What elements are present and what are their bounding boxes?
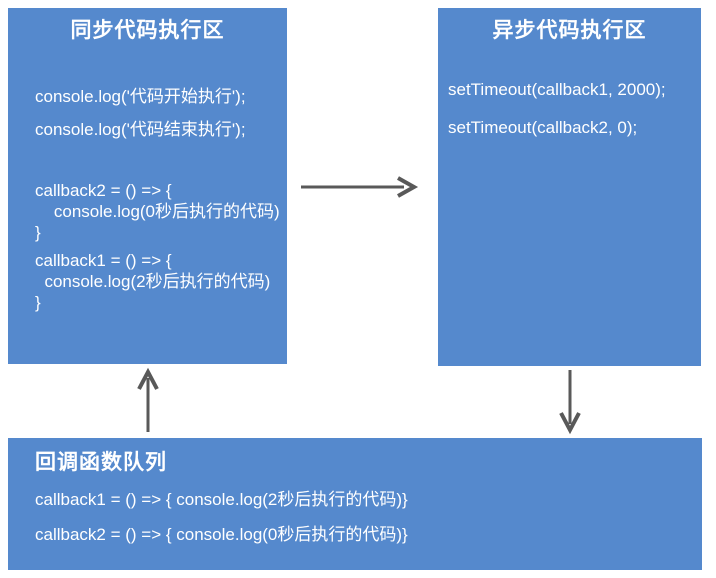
queue-box-title: 回调函数队列: [35, 451, 167, 474]
queue-code-block: callback1 = () => { console.log(2秒后执行的代码…: [8, 489, 702, 546]
async-box-title: 异步代码执行区: [492, 19, 647, 42]
arrow-down-icon: [559, 370, 581, 435]
code-line: callback1 = () => {: [35, 251, 172, 270]
code-line: console.log('代码开始执行');: [35, 87, 246, 106]
code-line: callback2 = () => {: [35, 181, 172, 200]
arrow-right-icon: [301, 176, 419, 198]
code-line: }: [35, 293, 41, 312]
arrow-up-icon: [137, 367, 159, 432]
async-code-box: 异步代码执行区 setTimeout(callback1, 2000); set…: [438, 8, 701, 366]
callback-queue-box: 回调函数队列 callback1 = () => { console.log(2…: [8, 438, 702, 570]
code-line: setTimeout(callback1, 2000);: [448, 80, 666, 99]
code-line: setTimeout(callback2, 0);: [448, 118, 638, 137]
code-line: callback1 = () => { console.log(2秒后执行的代码…: [35, 490, 408, 509]
sync-code-block: console.log('代码开始执行'); console.log('代码结束…: [8, 86, 287, 313]
code-line: callback2 = () => { console.log(0秒后执行的代码…: [35, 525, 408, 544]
code-line: console.log(2秒后执行的代码): [35, 272, 271, 291]
code-line: console.log('代码结束执行');: [35, 120, 246, 139]
sync-box-title: 同步代码执行区: [70, 19, 225, 42]
async-code-block: setTimeout(callback1, 2000); setTimeout(…: [438, 79, 701, 138]
code-line: console.log(0秒后执行的代码): [35, 202, 280, 221]
sync-code-box: 同步代码执行区 console.log('代码开始执行'); console.l…: [8, 8, 287, 364]
code-line: }: [35, 223, 41, 242]
